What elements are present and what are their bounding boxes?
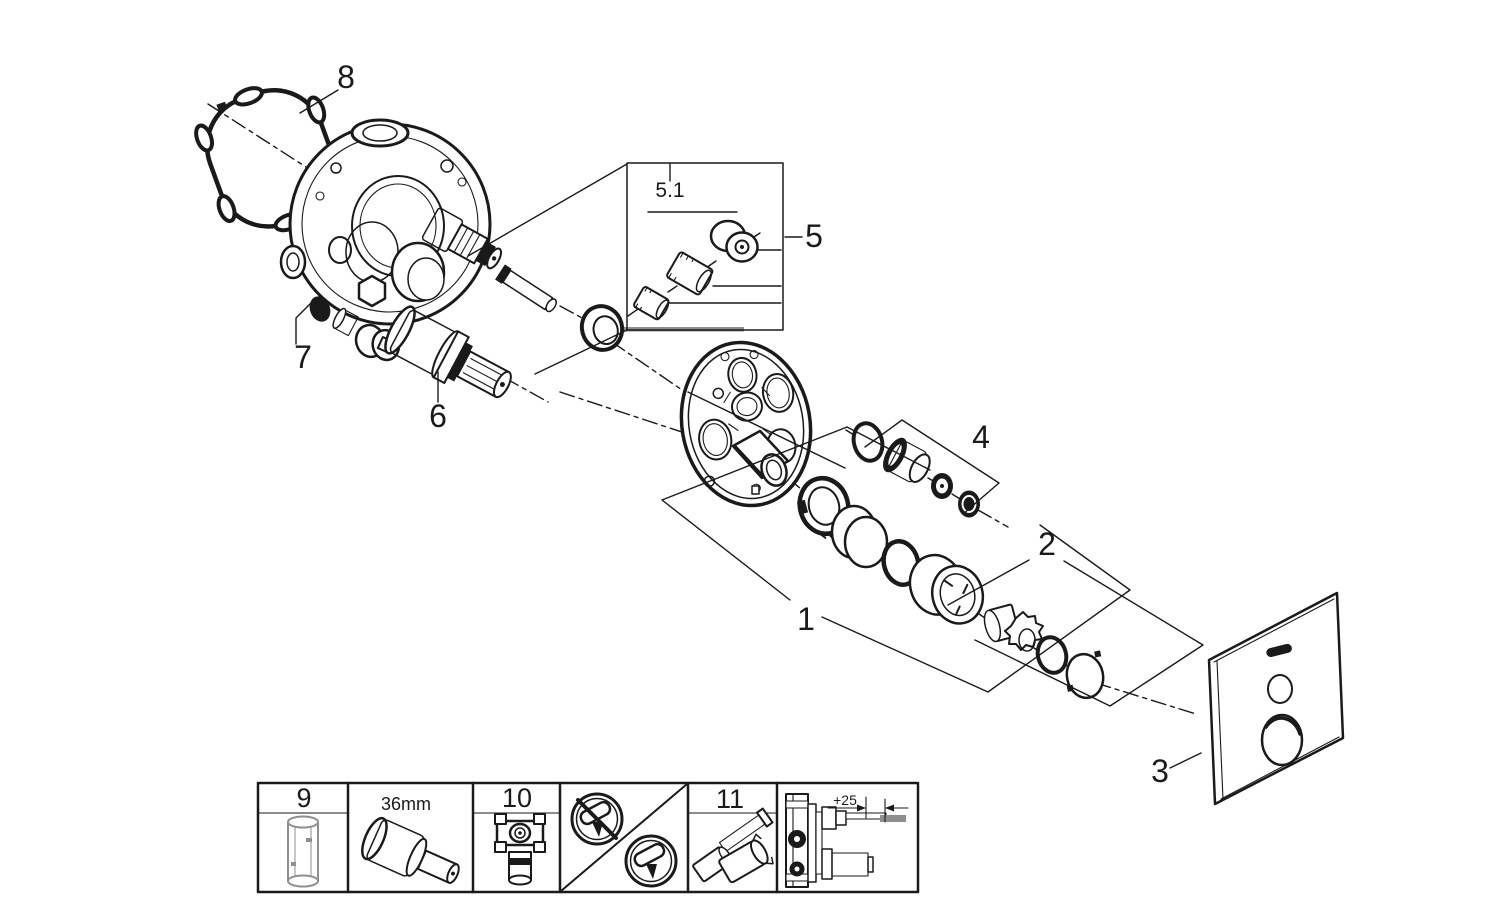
callout-label-5: 5 (805, 218, 823, 254)
callout-label-2: 2 (1038, 526, 1056, 562)
seal-ring-drawing (579, 304, 625, 352)
grommet-drawing (958, 490, 980, 518)
o-ring-drawing (851, 421, 885, 463)
knurled-adapter-drawing (883, 437, 931, 483)
faceplate-drawing (1207, 591, 1345, 806)
legend-label-plus25: +25 (833, 792, 857, 808)
legend-label-11: 11 (716, 784, 744, 814)
extension-parts-drawing (633, 219, 759, 321)
legend-check-valve-drawing (494, 813, 546, 886)
concealed-valve-body-drawing (279, 118, 492, 326)
o-ring-small-drawing (1035, 635, 1069, 675)
legend-label-10: 10 (502, 783, 532, 813)
extension-screw-drawing (495, 264, 557, 313)
no-lubricant-icon (570, 792, 624, 846)
faceplate-large-button-opening (1260, 713, 1304, 767)
callout-label-1: 1 (797, 601, 815, 637)
faceplate-small-button-opening (1267, 674, 1293, 704)
legend-label-36mm: 36mm (381, 794, 431, 814)
extension-set-callout (467, 162, 803, 375)
legend-sleeve-small-drawing (692, 846, 732, 883)
rosette-collar-tube-drawing (731, 429, 790, 495)
sleeve-housing-drawing (908, 553, 985, 625)
washer-disc-drawing (931, 473, 953, 499)
callout-label-8: 8 (337, 59, 355, 95)
callout-label-6: 6 (429, 398, 447, 434)
legend-sleeve-large-drawing (718, 833, 774, 884)
callout-label-7: 7 (294, 339, 312, 375)
end-cap-drawing (1065, 650, 1105, 700)
valve-spindle-drawing (421, 207, 502, 270)
callout-labels: 8 5.1 5 7 6 4 2 1 3 (294, 59, 1169, 789)
lubricant-ok-icon (624, 834, 678, 888)
legend-installation-depth-drawing (785, 793, 909, 888)
callout-leader-lines (295, 89, 1204, 769)
legend-diagonal-divider (560, 783, 688, 892)
adapter-with-clip-drawing (983, 603, 1044, 652)
callout-label-5-1: 5.1 (655, 179, 684, 202)
legend-label-9: 9 (296, 783, 311, 813)
grohe-logo-icon (1266, 643, 1292, 658)
thermostatic-cartridge-drawing (384, 305, 512, 399)
legend-sleeve-drawing (287, 815, 319, 888)
spacer-sleeve-drawing (830, 504, 889, 569)
rosette-face-leader-line (687, 391, 846, 469)
o-ring-large-drawing (881, 539, 921, 587)
callout-label-3: 3 (1151, 753, 1169, 789)
legend-table: 9 36mm 10 11 +25 (256, 781, 920, 894)
legend-cartridge-drawing (361, 816, 460, 884)
callout-label-4: 4 (972, 419, 990, 455)
